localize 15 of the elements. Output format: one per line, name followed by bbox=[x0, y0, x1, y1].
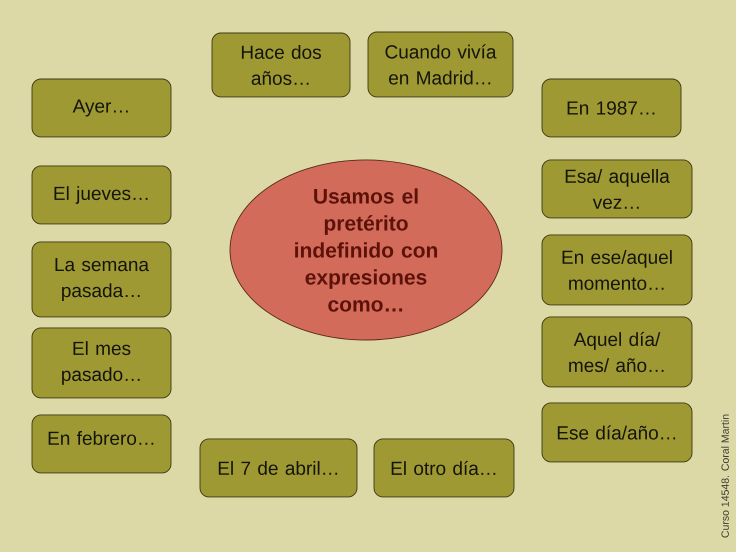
rounded-box: El jueves… bbox=[32, 166, 172, 224]
rounded-box: En ese/aquel momento… bbox=[542, 234, 692, 306]
rounded-box: Esa/ aquella vez… bbox=[542, 160, 692, 218]
rounded-box: Hace dos años… bbox=[212, 32, 350, 98]
rounded-box: Cuando vivía en Madrid… bbox=[368, 32, 514, 98]
rounded-box: El mes pasado… bbox=[32, 328, 172, 398]
rounded-box: Ese día/año… bbox=[542, 402, 692, 462]
rounded-box: Ayer… bbox=[32, 78, 172, 138]
rounded-box: La semana pasada… bbox=[32, 242, 172, 318]
rounded-box: En febrero… bbox=[32, 414, 172, 474]
rounded-box: El otro día… bbox=[374, 438, 514, 498]
rounded-box: El 7 de abril… bbox=[200, 438, 358, 498]
rounded-box: En 1987… bbox=[542, 78, 682, 138]
credit-text: Curso 14548. Coral Martin bbox=[721, 414, 729, 538]
rounded-box: Aquel día/ mes/ año… bbox=[542, 316, 692, 388]
